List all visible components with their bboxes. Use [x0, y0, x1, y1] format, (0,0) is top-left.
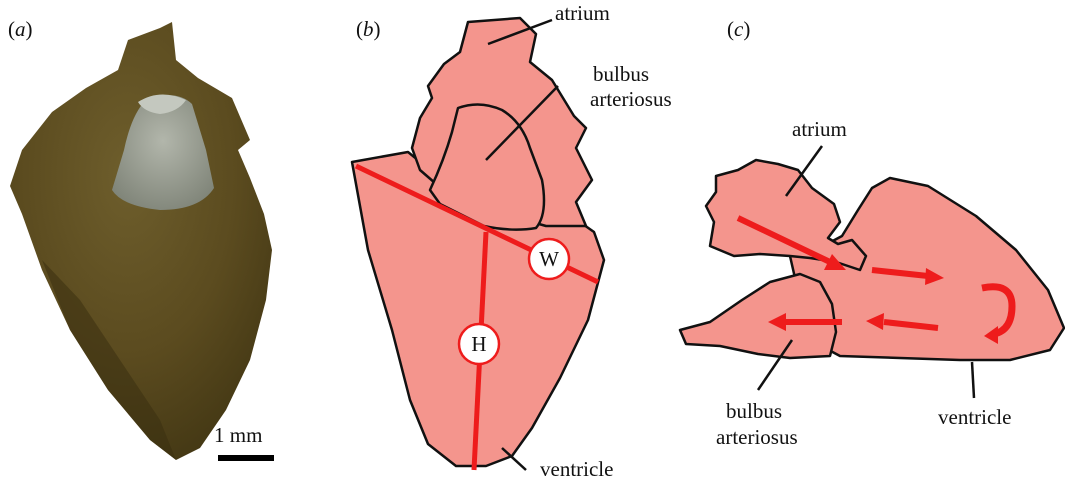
scale-bar-label: 1 mm	[214, 423, 262, 447]
bulbus-label-b-line2: arteriosus	[590, 87, 672, 111]
width-marker-label: W	[539, 247, 559, 271]
atrium-label-b: atrium	[555, 1, 610, 25]
panel-b-label: (b)	[356, 17, 381, 41]
panel-a: (a) 1 mm	[8, 17, 274, 461]
panel-b: (b) W H atrium bulbus arteriosus ventric…	[352, 1, 672, 480]
bulbus-shape-c	[680, 274, 836, 358]
ventricle-leader-c	[972, 362, 974, 398]
atrium-shape-c	[706, 160, 866, 270]
atrium-label-c: atrium	[792, 117, 847, 141]
heart-photo	[10, 22, 272, 460]
scale-bar-icon	[218, 455, 274, 461]
panel-a-label: (a)	[8, 17, 33, 41]
height-marker-label: H	[471, 332, 486, 356]
ventricle-label-c: ventricle	[938, 405, 1011, 429]
bulbus-label-c-line1: bulbus	[726, 399, 782, 423]
ventricle-label-b: ventricle	[540, 457, 613, 480]
panel-c: (c) atrium bulbus arteriosus ventric	[680, 17, 1064, 449]
bulbus-label-c-line2: arteriosus	[716, 425, 798, 449]
bulbus-label-b-line1: bulbus	[593, 62, 649, 86]
panel-c-label: (c)	[727, 17, 750, 41]
